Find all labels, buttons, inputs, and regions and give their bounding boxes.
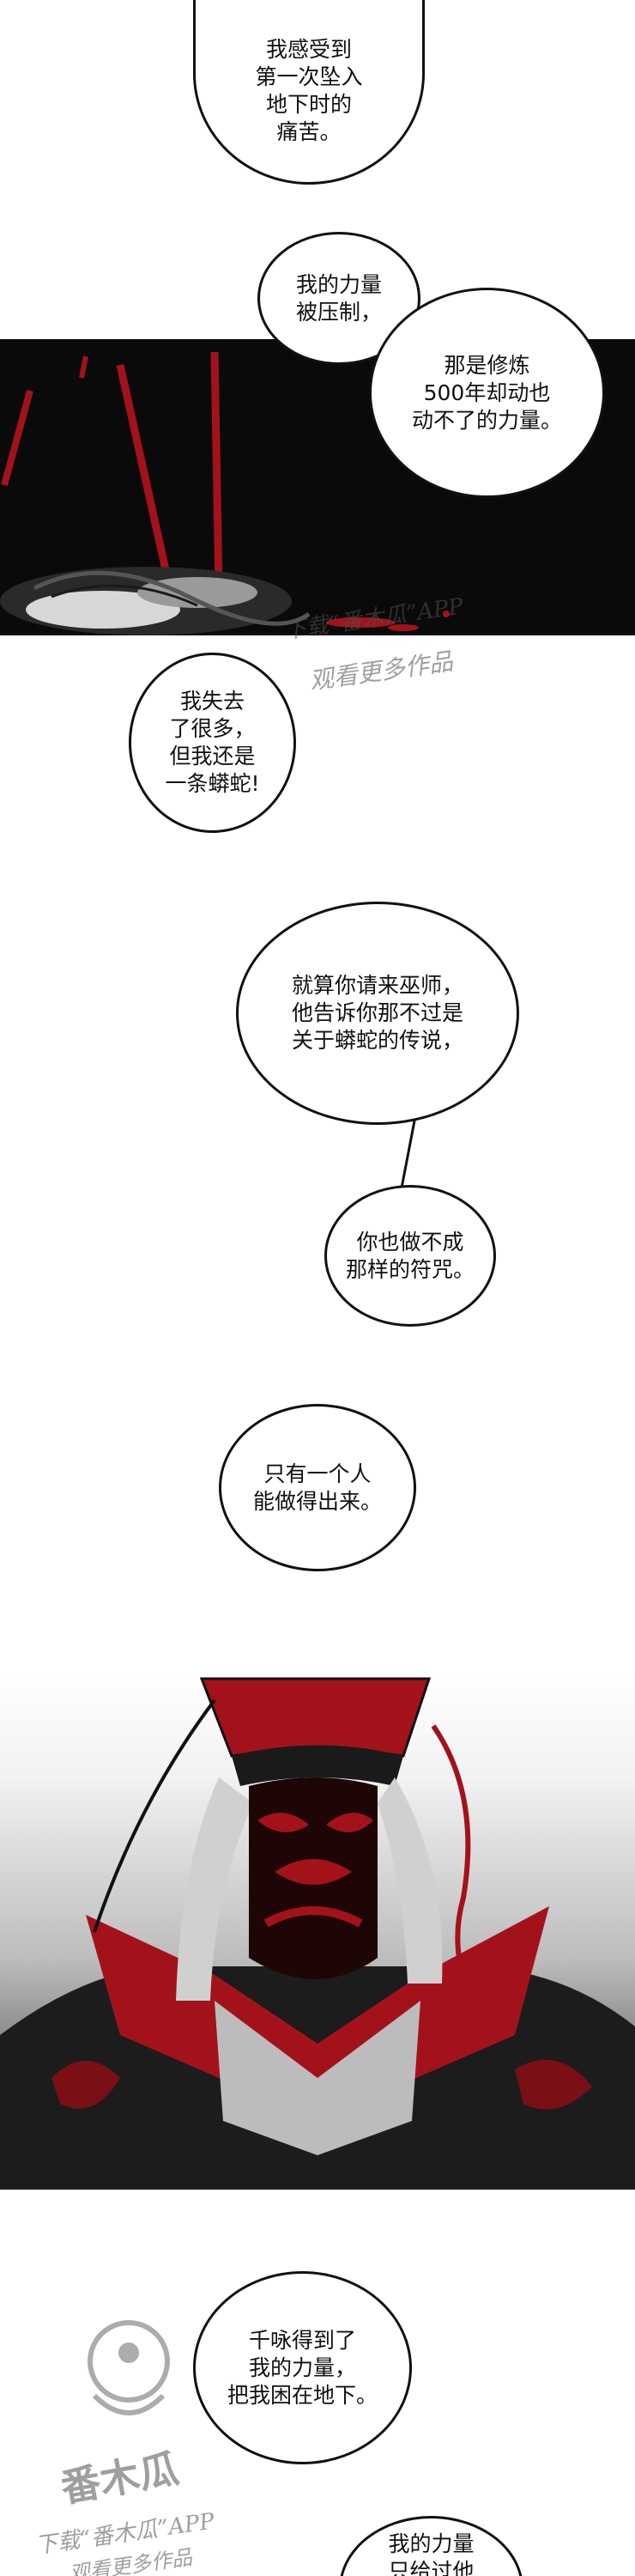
speech-text-3: 那是修炼 500年却动也 动不了的力量。	[411, 352, 562, 433]
speech-text-7: 只有一个人 能做得出来。	[252, 1461, 382, 1514]
watermark-line-2: 观看更多作品	[307, 647, 455, 696]
speech-bubble-8: 千咏得到了 我的力量， 把我困在地下。	[193, 2271, 412, 2464]
speech-bubble-4: 我失去 了很多， 但我还是 一条蟒蛇!	[129, 653, 296, 833]
speech-bubble-7: 只有一个人 能做得出来。	[219, 1404, 416, 1571]
speech-bubble-6: 你也做不成 那样的符咒。	[324, 1185, 496, 1327]
speech-text-9: 我的力量 只给过他	[388, 2531, 475, 2576]
speech-bubble-5: 就算你请来巫师， 他告诉你那不过是 关于蟒蛇的传说，	[236, 902, 519, 1125]
speech-bubble-2: 我的力量 被压制，	[257, 232, 420, 365]
speech-text-2: 我的力量 被压制，	[295, 271, 382, 325]
speech-text-1: 我感受到 第一次坠入 地下时的 痛苦。	[255, 37, 363, 144]
speech-text-8: 千咏得到了 我的力量， 把我困在地下。	[227, 2327, 378, 2408]
speech-bubble-1: 我感受到 第一次坠入 地下时的 痛苦。	[193, 0, 425, 185]
speech-text-5: 就算你请来巫师， 他告诉你那不过是 关于蟒蛇的传说，	[291, 973, 463, 1053]
speech-text-6: 你也做不成 那样的符咒。	[345, 1229, 475, 1282]
masked-sorcerer-illustration	[0, 1677, 635, 2190]
speech-text-4: 我失去 了很多， 但我还是 一条蟒蛇!	[165, 689, 260, 796]
speech-bubble-3: 那是修炼 500年却动也 动不了的力量。	[369, 288, 605, 498]
watermark-logo-mascot-icon	[88, 2320, 170, 2415]
masked-figure-panel	[0, 1674, 635, 2190]
speech-bubble-9: 我的力量 只给过他	[339, 2516, 523, 2576]
